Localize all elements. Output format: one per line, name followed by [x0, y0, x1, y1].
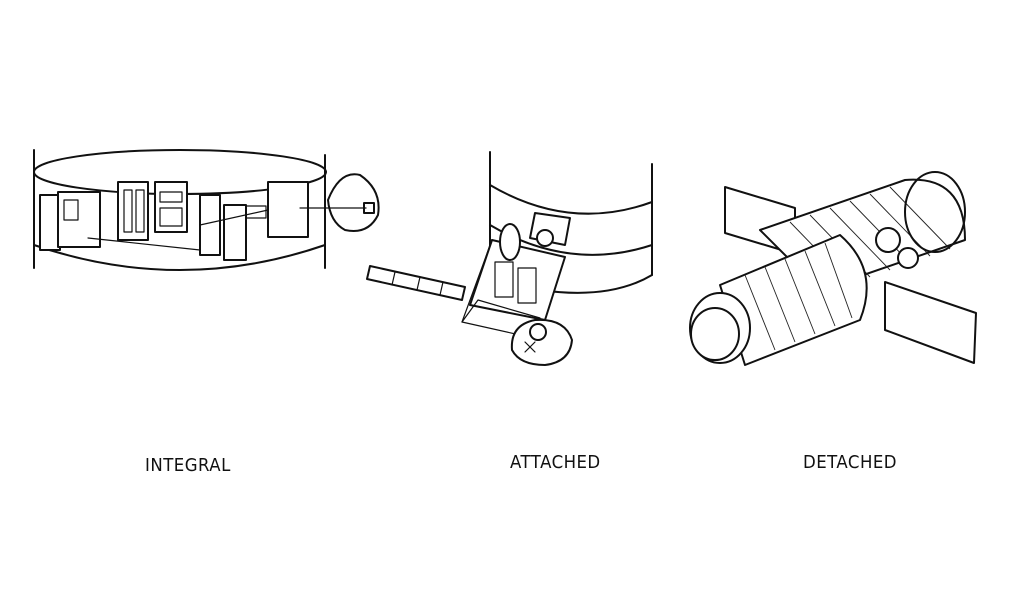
detached-solar-panel-right: [884, 281, 977, 364]
caption-detached: DETACHED: [803, 452, 897, 473]
integral-illustration: [33, 149, 380, 271]
attached-illustration: [366, 151, 653, 366]
detached-main-module: [689, 171, 966, 366]
detached-illustration: [689, 171, 977, 366]
integral-docking-module: [299, 173, 380, 232]
attached-solar-panel: [366, 265, 466, 301]
attached-dish-antenna: [510, 318, 573, 366]
integral-interior-equipment: [39, 181, 309, 261]
attached-module: [461, 212, 571, 336]
caption-attached: ATTACHED: [510, 452, 601, 473]
caption-integral: INTEGRAL: [145, 455, 231, 476]
integral-cylinder-bottom: [33, 244, 326, 271]
